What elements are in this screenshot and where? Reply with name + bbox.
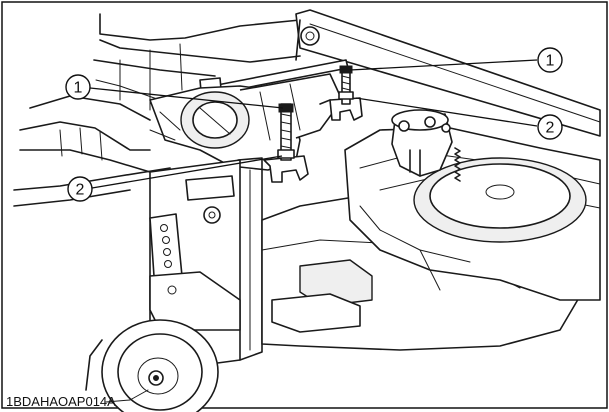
upper-beam — [295, 9, 601, 137]
callout-label: 2 — [546, 120, 555, 137]
mower-deck — [261, 109, 601, 351]
right-deck-hanger — [319, 65, 363, 121]
callout-c2-left: 2 — [67, 176, 93, 202]
height-adjust-bracket — [149, 213, 241, 331]
gauge-wheel — [85, 319, 219, 412]
callout-label: 1 — [74, 80, 83, 97]
callout-label: 2 — [76, 182, 85, 199]
tractor-frame-structure — [13, 13, 301, 207]
figure-code: 1BDAHAOAP014A — [6, 394, 116, 409]
leader-line-c2-right — [355, 97, 538, 127]
callout-label: 1 — [546, 53, 555, 70]
callout-c1-left: 1 — [65, 74, 91, 100]
gearbox-housing — [149, 73, 343, 171]
leader-line-c2-left — [91, 155, 283, 189]
leader-line-c1-left — [89, 87, 284, 109]
callout-c1-right: 1 — [537, 47, 563, 73]
callout-c2-right: 2 — [537, 114, 563, 140]
left-deck-hanger — [263, 103, 309, 183]
leader-line-c1-right — [349, 59, 538, 71]
